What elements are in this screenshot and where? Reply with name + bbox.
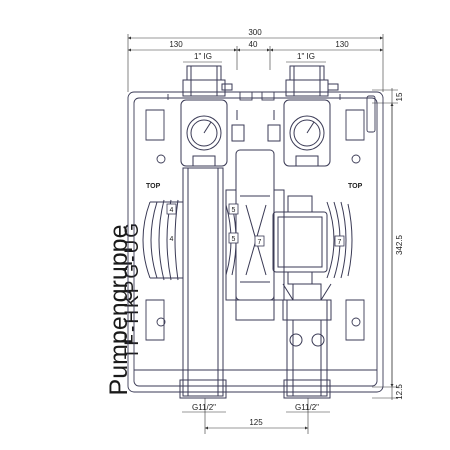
dim-bottom-margin: 12.5 bbox=[395, 384, 404, 400]
right-dimensions bbox=[372, 88, 398, 400]
bottom-dimension-texts: G11/2" G11/2" 125 bbox=[192, 403, 319, 427]
num-4-left: 4 bbox=[170, 207, 174, 214]
right-pipe-column bbox=[282, 299, 332, 399]
lower-fittings bbox=[235, 283, 332, 347]
dim-top-margin: 15 bbox=[395, 92, 404, 101]
component-labels: TOP TOP bbox=[146, 183, 363, 190]
label-top-left: TOP bbox=[146, 183, 161, 190]
housing bbox=[127, 91, 384, 393]
left-thermometer-valve bbox=[180, 99, 245, 167]
left-pipe-column bbox=[179, 167, 227, 399]
dim-left-offset: 130 bbox=[169, 40, 183, 49]
number-texts: 4 5 7 5 7 4 bbox=[170, 207, 342, 246]
num-7-left: 7 bbox=[258, 239, 262, 246]
right-pump bbox=[272, 195, 353, 285]
dim-height: 342.5 bbox=[395, 234, 404, 255]
dim-top-conn-right: 1" IG bbox=[297, 52, 315, 61]
dim-right-offset: 130 bbox=[335, 40, 349, 49]
num-5-right: 5 bbox=[232, 236, 236, 243]
num-7-right: 7 bbox=[338, 239, 342, 246]
top-dimension-texts: 300 130 40 130 1" IG 1" IG bbox=[169, 28, 349, 61]
label-top-right: TOP bbox=[348, 183, 363, 190]
dim-bottom-spacing: 125 bbox=[249, 418, 263, 427]
dim-bottom-conn-left: G11/2" bbox=[192, 403, 216, 412]
center-valve-block bbox=[225, 149, 285, 301]
top-connectors bbox=[182, 65, 339, 97]
num-4-right: 4 bbox=[170, 236, 174, 243]
bottom-dimensions bbox=[182, 398, 330, 434]
dim-top-conn-left: 1" IG bbox=[194, 52, 212, 61]
top-dimensions bbox=[127, 34, 384, 92]
num-5-left: 5 bbox=[232, 207, 236, 214]
left-pump bbox=[142, 199, 237, 281]
number-markers bbox=[166, 203, 345, 247]
dim-center-gap: 40 bbox=[249, 40, 258, 49]
right-dimension-texts: 15 342.5 12.5 bbox=[395, 92, 404, 400]
dim-bottom-conn-right: G11/2" bbox=[295, 403, 319, 412]
dim-total-width: 300 bbox=[248, 28, 262, 37]
right-thermometer-valve bbox=[267, 99, 331, 167]
